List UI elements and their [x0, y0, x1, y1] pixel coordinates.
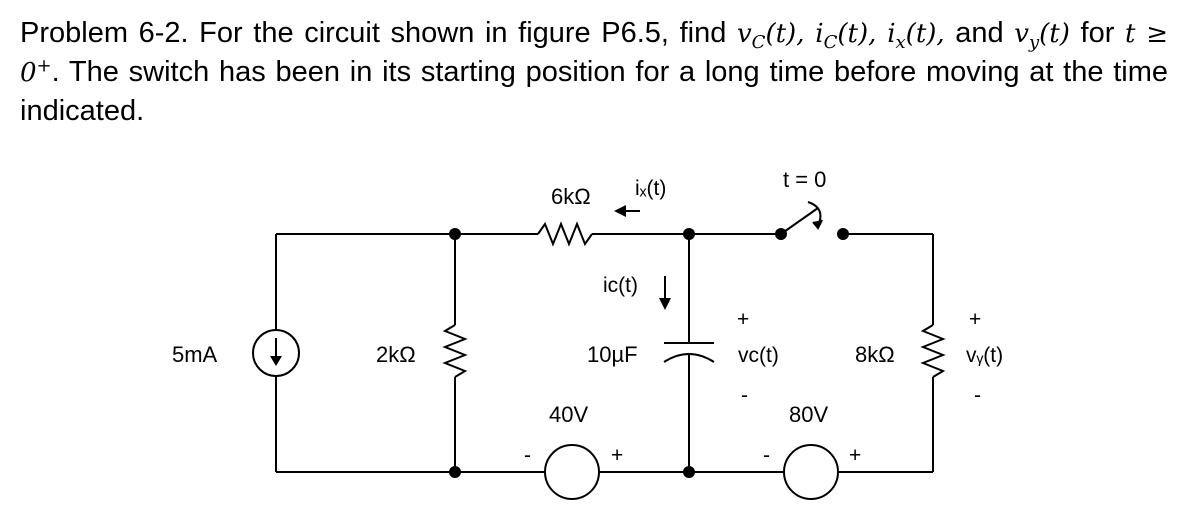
label-v40-plus: +: [611, 444, 623, 467]
label-source-current: 5mA: [172, 342, 218, 367]
var-ix: ix(t),: [887, 19, 945, 54]
switch-blade: [780, 207, 819, 235]
node: [683, 466, 695, 478]
node: [775, 228, 787, 240]
current-source: [252, 329, 300, 377]
circuit-diagram: 5mA 2kΩ 6kΩ iₓ(t) t = 0 iᴄ(t) 10µF + vᴄ(…: [172, 167, 1003, 500]
resistor-6k: [537, 221, 593, 247]
label-capacitor: 10µF: [587, 342, 638, 367]
resistor-2k: [442, 324, 468, 378]
switch-arrow-head: [812, 219, 823, 230]
label-vc-plus: +: [737, 308, 749, 331]
label-v80-plus: +: [849, 444, 861, 467]
var-ic: iC(t),: [815, 19, 888, 54]
label-vy-plus: +: [969, 308, 981, 331]
problem-lead: Problem 6-2. For the circuit shown in fi…: [20, 17, 737, 49]
node: [837, 228, 849, 240]
voltage-source-80v: [783, 444, 839, 500]
label-v40-minus: -: [524, 444, 531, 467]
label-r-2k: 2kΩ: [376, 342, 416, 367]
label-ix: iₓ(t): [635, 177, 666, 200]
label-v80-minus: -: [763, 444, 770, 467]
node: [683, 228, 695, 240]
var-vy: vy(t): [1014, 19, 1070, 54]
label-vc: vᴄ(t): [738, 344, 779, 367]
label-r-8k: 8kΩ: [855, 342, 895, 367]
label-vy: vᵧ(t): [966, 344, 1003, 367]
var-vc: vC(t),: [736, 19, 816, 54]
label-v80: 80V: [789, 402, 828, 427]
label-ic: iᴄ(t): [603, 274, 638, 297]
voltage-source-40v: [544, 444, 600, 500]
node: [449, 466, 461, 478]
word-for: for: [1069, 17, 1125, 49]
label-v40: 40V: [549, 402, 588, 427]
label-r-6k: 6kΩ: [551, 184, 591, 209]
label-vy-minus: -: [974, 384, 981, 407]
resistor-8k: [920, 324, 946, 378]
node: [449, 228, 461, 240]
label-switch: t = 0: [783, 167, 826, 192]
time-condition: t ≥ 0+: [20, 19, 1169, 88]
problem-rest: The switch has been in its starting posi…: [20, 56, 1168, 127]
problem-statement: Problem 6-2. For the circuit shown in fi…: [20, 17, 1169, 127]
label-vc-minus: -: [741, 384, 748, 407]
word-and: and: [944, 17, 1015, 49]
